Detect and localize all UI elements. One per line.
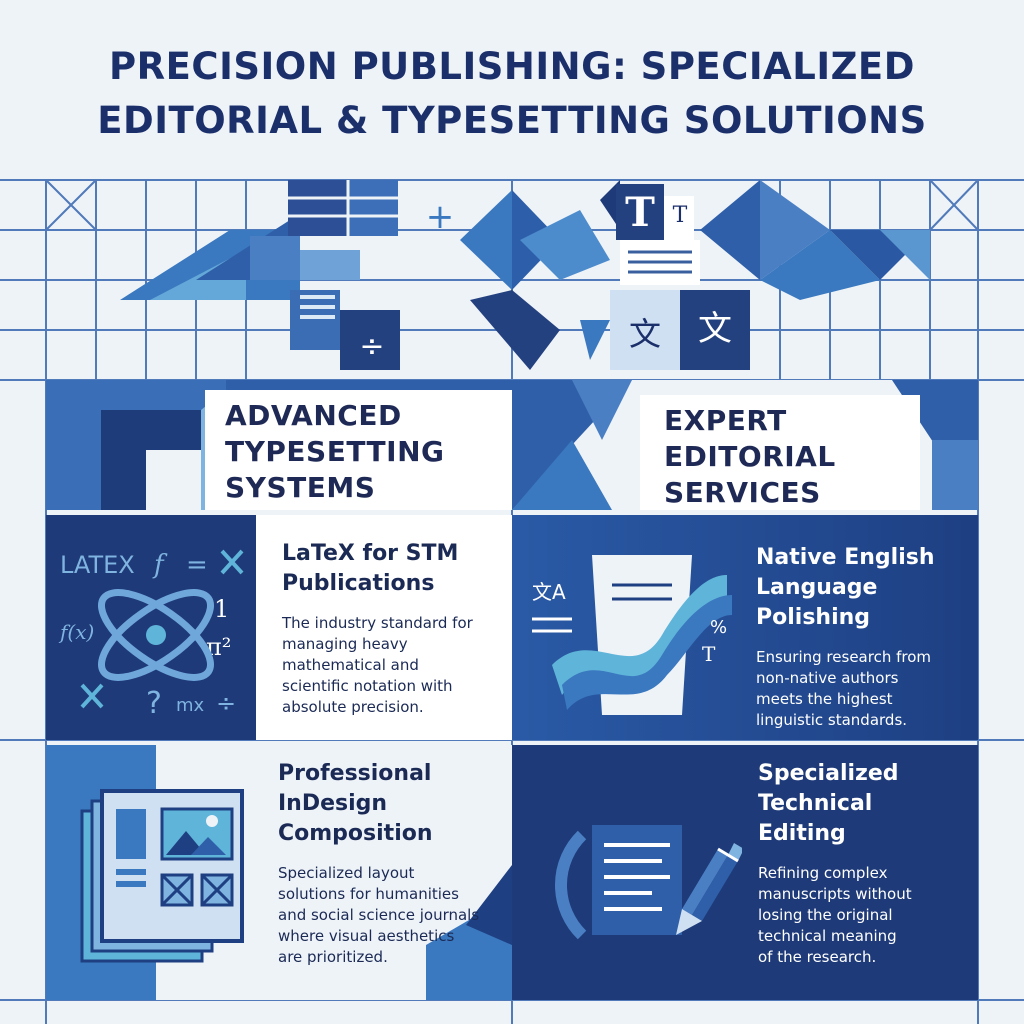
card-desc-line: meets the highest bbox=[756, 690, 893, 708]
latex-description: The industry standard for managing heavy… bbox=[282, 613, 502, 718]
pen-edit-icon bbox=[552, 765, 744, 965]
card-indesign: Professional InDesign Composition Specia… bbox=[46, 745, 512, 1000]
section-heading-line: EXPERT bbox=[664, 404, 787, 437]
one-glyph: 1 bbox=[214, 595, 229, 623]
card-title-line: Professional bbox=[278, 761, 432, 786]
scroll-document-icon: 文A % T bbox=[512, 515, 742, 740]
section-heading-line: SYSTEMS bbox=[225, 471, 376, 504]
card-title-line: Composition bbox=[278, 821, 433, 846]
translate-icon: 文 bbox=[629, 315, 661, 353]
card-title-line: Specialized bbox=[758, 761, 899, 786]
card-desc-line: scientific notation with bbox=[282, 677, 453, 695]
translate-glyph: 文A bbox=[532, 580, 566, 604]
card-desc-line: Specialized layout bbox=[278, 864, 415, 882]
text-t-glyph: T bbox=[702, 642, 716, 666]
card-title-line: Language bbox=[756, 575, 878, 600]
technical-text: Specialized Technical Editing Refining c… bbox=[758, 759, 972, 968]
card-technical: Specialized Technical Editing Refining c… bbox=[512, 745, 978, 1000]
card-desc-line: manuscripts without bbox=[758, 885, 912, 903]
card-desc-line: Refining complex bbox=[758, 864, 888, 882]
latex-title: LaTeX for STM Publications bbox=[282, 539, 502, 599]
plus-icon: + bbox=[426, 197, 455, 237]
indesign-description: Specialized layout solutions for humanit… bbox=[278, 863, 508, 968]
indesign-title: Professional InDesign Composition bbox=[278, 759, 508, 849]
card-desc-line: technical meaning bbox=[758, 927, 897, 945]
indesign-text: Professional InDesign Composition Specia… bbox=[278, 759, 508, 968]
card-latex: LATEX f = f(x) 1 π² ? mx ÷ LaTeX for STM bbox=[46, 515, 512, 740]
card-desc-line: where visual aesthetics bbox=[278, 927, 455, 945]
percent-glyph: % bbox=[710, 617, 727, 638]
card-title-line: Native English bbox=[756, 545, 935, 570]
card-desc-line: are prioritized. bbox=[278, 948, 388, 966]
page-title: PRECISION PUBLISHING: SPECIALIZED EDITOR… bbox=[0, 40, 1024, 148]
latex-text: LaTeX for STM Publications The industry … bbox=[282, 539, 502, 718]
question-glyph: ? bbox=[146, 686, 162, 721]
typeface-t-small-icon: T bbox=[673, 203, 688, 228]
technical-title: Specialized Technical Editing bbox=[758, 759, 972, 849]
english-title: Native English Language Polishing bbox=[756, 543, 972, 633]
card-desc-line: linguistic standards. bbox=[756, 711, 908, 729]
card-title-line: Polishing bbox=[756, 605, 871, 630]
card-desc-line: losing the original bbox=[758, 906, 893, 924]
english-text: Native English Language Polishing Ensuri… bbox=[756, 543, 972, 731]
mx-glyph: mx bbox=[176, 695, 205, 716]
card-desc-line: and social science journals bbox=[278, 906, 480, 924]
title-line-1: PRECISION PUBLISHING: SPECIALIZED bbox=[109, 45, 915, 88]
translate-alt-icon: 文 bbox=[698, 309, 732, 349]
card-title-line: Technical bbox=[758, 791, 873, 816]
card-english: 文A % T Native English Language Polishing… bbox=[512, 515, 978, 740]
technical-description: Refining complex manuscripts without los… bbox=[758, 863, 972, 968]
card-desc-line: of the research. bbox=[758, 948, 877, 966]
section-heading-typesetting: ADVANCED TYPESETTING SYSTEMS bbox=[205, 390, 512, 510]
left-header-decoration bbox=[46, 380, 226, 510]
card-desc-line: absolute precision. bbox=[282, 698, 424, 716]
card-title-line: LaTeX for STM bbox=[282, 541, 459, 566]
card-desc-line: managing heavy bbox=[282, 635, 408, 653]
title-line-2: EDITORIAL & TYPESETTING SOLUTIONS bbox=[97, 99, 927, 142]
function-glyph: f bbox=[152, 550, 168, 580]
section-heading-line: ADVANCED bbox=[225, 399, 402, 432]
section-heading-line: EDITORIAL bbox=[664, 440, 836, 473]
card-title-line: InDesign bbox=[278, 791, 388, 816]
section-heading-line: TYPESETTING bbox=[225, 435, 445, 468]
card-title-line: Editing bbox=[758, 821, 846, 846]
english-description: Ensuring research from non-native author… bbox=[756, 647, 972, 731]
divide-glyph: ÷ bbox=[216, 689, 236, 717]
card-desc-line: Ensuring research from bbox=[756, 648, 932, 666]
hero-geometric-banner: ÷ + T T 文 文 bbox=[120, 180, 930, 370]
layout-pages-icon bbox=[66, 765, 266, 965]
typeface-t-icon: T bbox=[625, 189, 655, 236]
section-heading-line: SERVICES bbox=[664, 476, 821, 509]
card-desc-line: solutions for humanities bbox=[278, 885, 459, 903]
equals-glyph: = bbox=[186, 550, 208, 580]
card-desc-line: mathematical and bbox=[282, 656, 419, 674]
card-title-line: Publications bbox=[282, 571, 435, 596]
card-desc-line: non-native authors bbox=[756, 669, 899, 687]
card-desc-line: The industry standard for bbox=[282, 614, 473, 632]
latex-logo-glyph: LATEX bbox=[60, 551, 135, 579]
atom-math-icon: LATEX f = f(x) 1 π² ? mx ÷ bbox=[46, 515, 256, 740]
fx-glyph: f(x) bbox=[58, 620, 94, 644]
divide-icon: ÷ bbox=[359, 329, 384, 364]
section-heading-editorial: EXPERT EDITORIAL SERVICES bbox=[640, 395, 920, 510]
